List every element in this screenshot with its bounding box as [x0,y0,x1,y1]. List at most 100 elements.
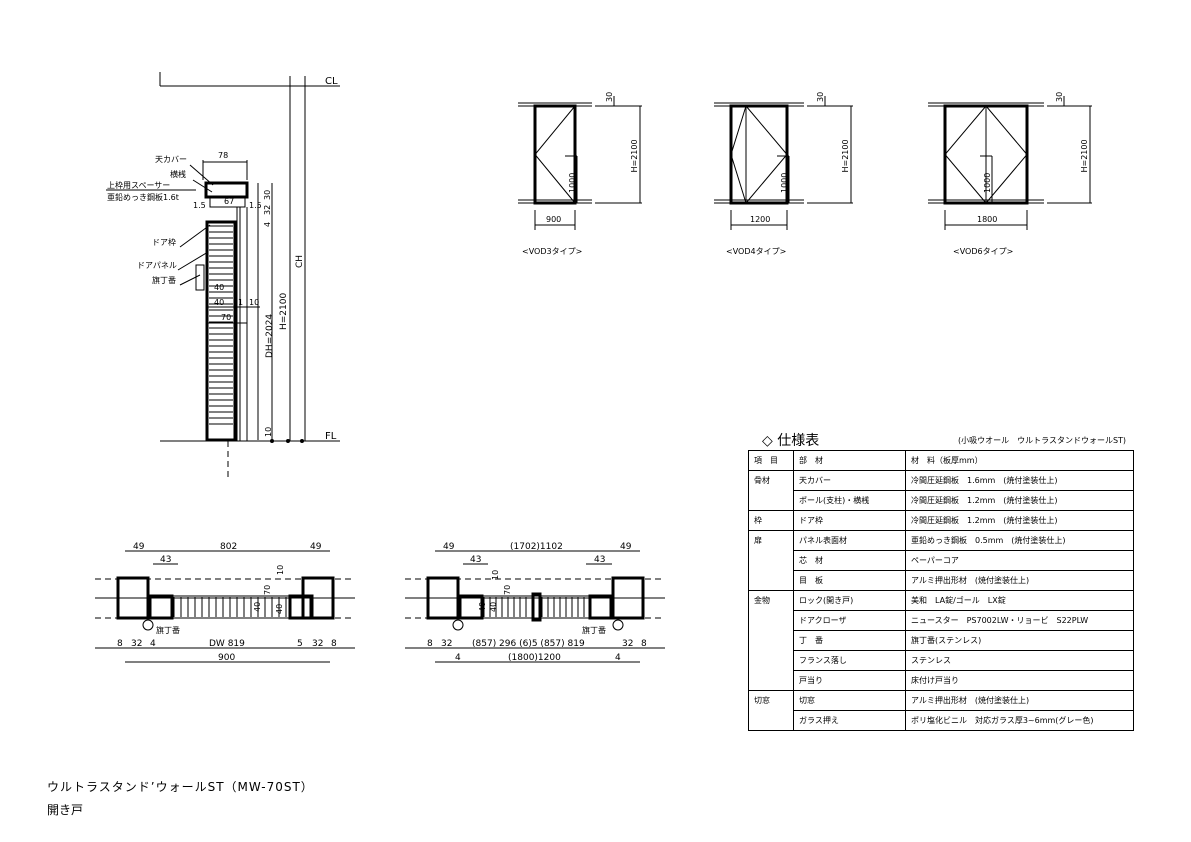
elevation-height: H=2100 [841,139,850,172]
elevation-top-dim: 30 [1055,92,1064,102]
dim-49: 49 [310,542,322,552]
dim-43: 43 [160,555,171,565]
cell-material: 冷間圧延鋼板 1.2mm (焼付塗装仕上) [905,510,1134,531]
cell-part: ロック(開き戸) [793,590,906,611]
table-row: フランス落しステンレス [748,650,1134,671]
table-row: 金物ロック(開き戸)美和 LA錠/ゴール LX錠 [748,590,1134,611]
elevation-type-label: <VOD4タイプ> [726,247,786,256]
cell-material: ニュースター PS7002LW・リョービ S22PLW [905,610,1134,631]
dim-49: 49 [443,542,455,552]
label-hinge: 旗丁番 [152,275,176,285]
dim-49: 49 [620,542,632,552]
spec-table-title: ◇ 仕様表 [762,433,820,449]
dim-40: 40 [214,298,224,307]
table-row: 骨材天カバー冷間圧延鋼板 1.6mm (焼付塗装仕上) [748,470,1134,491]
cell-part: 戸当り [793,670,906,691]
dim-1200: (1800)1200 [508,653,561,663]
cl-label: CL [325,76,338,87]
dim-40: 40 [489,602,498,612]
dim-70: 70 [221,313,231,322]
dim-900: 900 [218,653,235,663]
dim-70: 70 [503,585,512,595]
cell-material: 冷間圧延鋼板 1.2mm (焼付塗装仕上) [905,490,1134,511]
cell-part: 天カバー [793,470,906,491]
label-hinge: 旗丁番 [582,625,606,635]
dim-70: 70 [263,585,272,595]
dim-5: 5 [297,639,303,649]
table-row: 芯 材ペーパーコア [748,550,1134,571]
cell-item [748,570,794,591]
elevation-handle-height: 1000 [983,173,992,193]
label-top-cover: 天カバー [155,155,187,164]
dim-10: 10 [249,298,259,307]
table-row: 切窓切窓アルミ押出形材 (焼付塗装仕上) [748,690,1134,711]
table-row: 戸当り床付け戸当り [748,670,1134,691]
cell-part: ドア枠 [793,510,906,531]
dim-32: 32 [131,639,142,649]
h-dimension: H=2100 [279,293,289,330]
cell-part: ポール(支柱)・横桟 [793,490,906,511]
table-row: 扉パネル表面材亜鉛めっき鋼板 0.5mm (焼付塗装仕上) [748,530,1134,551]
dim-43: 43 [594,555,605,565]
header-item: 項 目 [748,450,794,471]
cell-item: 切窓 [748,690,794,711]
hinge [195,264,205,291]
cell-material: 旗丁番(ステンレス) [905,630,1134,651]
dim-49: 49 [133,542,145,552]
table-row: ガラス押えポリ塩化ビニル 対応ガラス厚3~6mm(グレー色) [748,710,1134,731]
dim-32: 32 [622,639,633,649]
elevation-vod4: H=2100 30 1000 1200 <VOD4タイプ> [714,92,853,256]
cell-material: 亜鉛めっき鋼板 0.5mm (焼付塗装仕上) [905,530,1134,551]
elevation-height: H=2100 [1080,139,1089,172]
cell-item: 骨材 [748,470,794,491]
cell-item: 扉 [748,530,794,551]
dim-67: 67 [224,197,234,206]
cell-material: アルミ押出形材 (焼付塗装仕上) [905,570,1134,591]
dim-32: 32 [312,639,323,649]
label-door-panel: ドアパネル [137,261,177,270]
elevation-handle-height: 1000 [780,173,789,193]
dim-40: 40 [214,283,224,292]
ch-dimension: CH [295,255,305,268]
cell-item [748,710,794,731]
label-door-frame: ドア枠 [152,237,176,247]
dim-8: 8 [117,639,123,649]
table-row: ドアクローザニュースター PS7002LW・リョービ S22PLW [748,610,1134,631]
cell-material: 冷間圧延鋼板 1.6mm (焼付塗装仕上) [905,470,1134,491]
plan-view-900: 49 802 49 43 10 70 40 40 旗丁番 8 32 4 DW 8… [95,542,355,663]
cell-part: パネル表面材 [793,530,906,551]
cell-item: 金物 [748,590,794,611]
label-hinge: 旗丁番 [156,625,180,635]
elevation-width: 1800 [977,215,997,224]
section-view: CL FL 78 67 1.5 1.5 30 32 4 10 DH=2024 H… [106,72,340,478]
dim-40: 40 [478,602,487,612]
dim-10: 10 [276,565,285,575]
label-steel: 亜鉛めっき鋼板1.6t [107,192,179,202]
fl-label: FL [325,431,337,442]
elevation-handle-height: 1000 [568,173,577,193]
dim-8: 8 [331,639,337,649]
door-panel-core [209,225,233,425]
dim-4: 4 [263,222,272,227]
spec-table: 項 目 部 材 材 料（板厚mm） 骨材天カバー冷間圧延鋼板 1.6mm (焼付… [748,450,1134,731]
label-crossbar: 横桟 [170,169,186,179]
dim-32: 32 [263,205,272,215]
cell-material: ステンレス [905,650,1134,671]
dim-40: 40 [253,602,262,612]
elevation-width: 1200 [750,215,770,224]
door-outline [729,104,789,205]
dh-dimension: DH=2024 [265,314,275,358]
cell-item [748,490,794,511]
dim-802: 802 [220,542,237,552]
dim-78: 78 [218,151,228,160]
cell-part: ガラス押え [793,710,906,731]
door-frame [205,220,237,442]
table-row: 目 板アルミ押出形材 (焼付塗装仕上) [748,570,1134,591]
header-part: 部 材 [793,450,906,471]
cell-part: ドアクローザ [793,610,906,631]
dim-32: 32 [441,639,452,649]
elevation-top-dim: 30 [816,92,825,102]
cell-part: フランス落し [793,650,906,671]
